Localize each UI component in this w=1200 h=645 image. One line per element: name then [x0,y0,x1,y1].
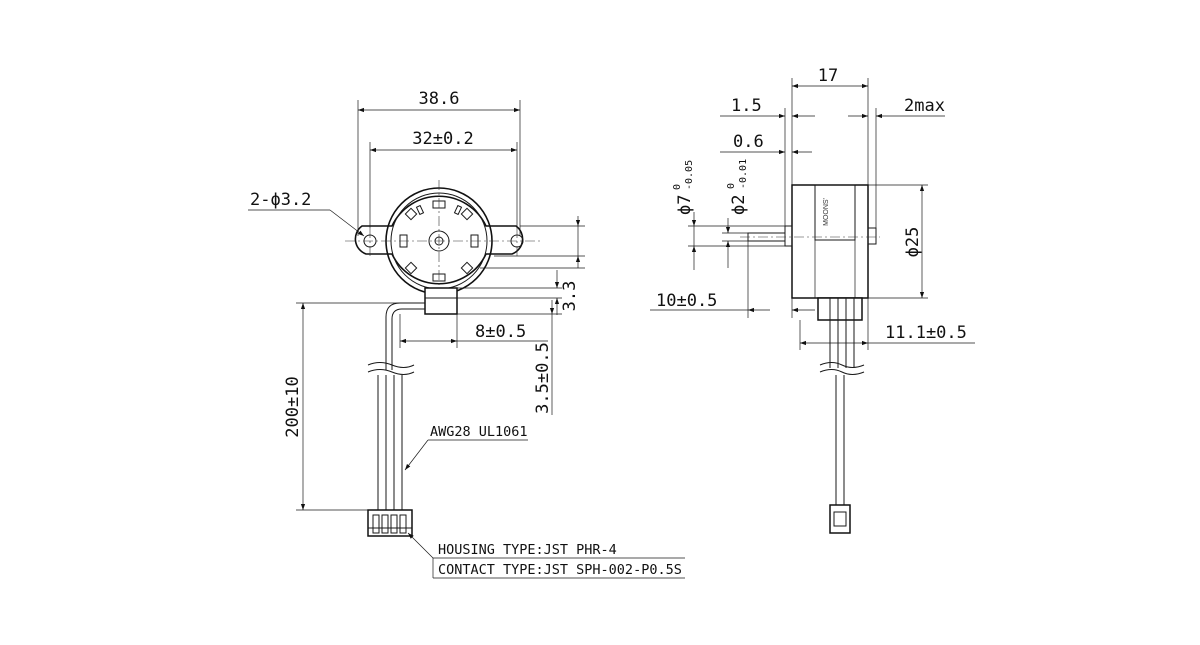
dim-shaft-dia: ϕ2 [729,195,749,215]
dim-boss-dia: ϕ7 [675,195,695,215]
dim-lead-length: 200±10 [283,376,303,437]
motor-body-side [791,184,869,299]
jst-connector [367,509,413,537]
brand-label: MOONS' [823,198,830,226]
dim-depth: 17 [818,66,838,86]
dim-flange: 1.5 [731,96,762,116]
boss-side [784,225,793,247]
dim-boss-dia-tol-upper: 0 [672,184,683,190]
connector-block-side [817,297,863,321]
dim-cable-offset: 8±0.5 [475,322,526,342]
mounting-flange [354,195,524,285]
lead-wires [367,362,415,510]
dim-housing-step: 3.3 [560,281,580,312]
jst-connector-side [829,504,851,534]
dim-body-dia: ϕ25 [903,227,923,258]
dim-connector-offset: 11.1±0.5 [885,323,967,343]
dim-shaft-dia-tol-lower: -0.01 [738,159,749,189]
dim-width-overall: 38.6 [419,89,460,109]
housing-type-note: HOUSING TYPE:JST PHR-4 [438,542,617,558]
dim-boss-dia-tol-lower: -0.05 [684,160,695,190]
side-view: MOONS' 17 1.5 [650,66,975,534]
front-view: 38.6 32±0.2 2-ϕ3.2 3.3 8±0.5 3.5±0.5 [248,89,685,579]
dim-mounting-holes: 2-ϕ3.2 [250,190,311,210]
dim-cable-exit: 3.5±0.5 [533,342,553,414]
dim-shaft-length: 10±0.5 [656,291,717,311]
dim-hole-spacing: 32±0.2 [412,129,473,149]
rotor-slots [399,200,479,282]
dim-boss: 0.6 [733,132,764,152]
dim-rear-bump: 2max [904,96,945,116]
wire-spec-label: AWG28 UL1061 [430,424,528,440]
dim-shaft-dia-tol-upper: 0 [726,183,737,189]
cable-housing [424,287,458,315]
contact-type-note: CONTACT TYPE:JST SPH-002-P0.5S [438,562,682,578]
rear-bump [867,227,877,245]
